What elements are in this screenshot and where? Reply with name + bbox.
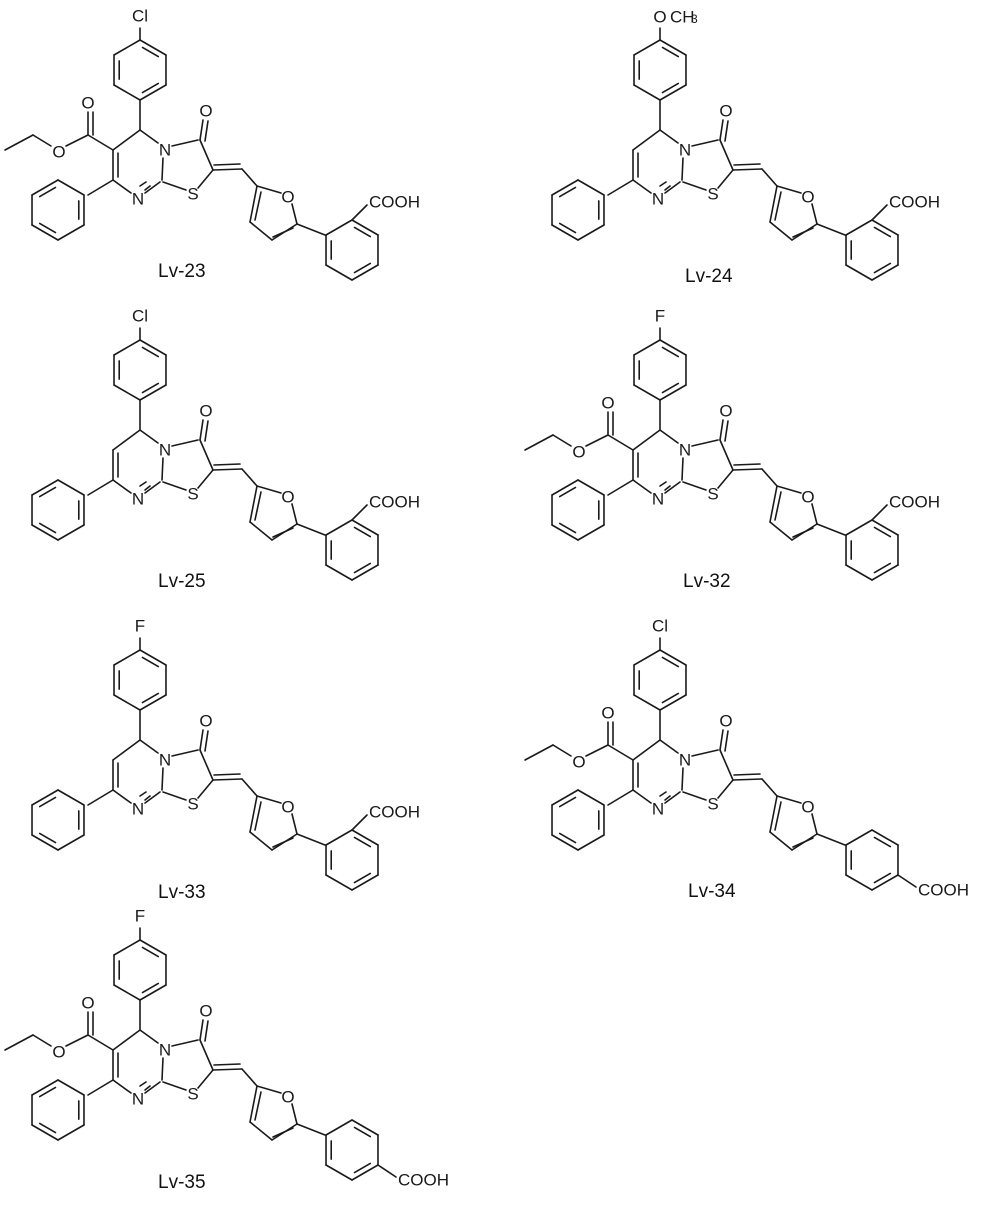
svg-text:S: S — [707, 485, 718, 504]
svg-text:N: N — [159, 441, 171, 460]
compound-lv-33: F N N S O O COOH — [0, 610, 470, 910]
svg-text:O: O — [81, 994, 94, 1013]
svg-text:O: O — [281, 1088, 294, 1107]
svg-text:O: O — [281, 798, 294, 817]
svg-text:O: O — [281, 188, 294, 207]
svg-text:O: O — [281, 488, 294, 507]
svg-text:N: N — [132, 190, 144, 209]
svg-text:S: S — [707, 795, 718, 814]
svg-text:O: O — [601, 394, 614, 413]
svg-text:N: N — [652, 190, 664, 209]
svg-text:COOH: COOH — [369, 193, 420, 212]
svg-text:O: O — [81, 94, 94, 113]
compound-lv-35: F N N S O O COOH O O — [0, 900, 470, 1200]
svg-text:Cl: Cl — [652, 617, 668, 636]
svg-text:O: O — [572, 753, 585, 772]
structure-lv-32: F N N S O O COOH O O — [524, 307, 940, 581]
svg-text:F: F — [135, 617, 145, 636]
svg-text:3: 3 — [691, 12, 698, 26]
structure-lv-25: ClN N S O O COOH — [31, 307, 420, 581]
svg-text:COOH: COOH — [889, 493, 940, 512]
structure-lv-33: F N N S O O COOH — [31, 617, 420, 891]
svg-text:S: S — [707, 185, 718, 204]
svg-text:N: N — [652, 490, 664, 509]
svg-text:N: N — [132, 490, 144, 509]
svg-text:N: N — [679, 441, 691, 460]
svg-text:COOH: COOH — [369, 493, 420, 512]
svg-text:COOH: COOH — [889, 193, 940, 212]
compound-label: Lv-23 — [158, 261, 206, 282]
svg-text:COOH: COOH — [398, 1171, 449, 1190]
svg-text:N: N — [159, 1041, 171, 1060]
svg-text:N: N — [159, 141, 171, 160]
svg-text:O: O — [199, 102, 212, 121]
svg-text:O: O — [719, 402, 732, 421]
svg-text:O: O — [199, 712, 212, 731]
svg-text:Cl: Cl — [132, 7, 148, 26]
compound-label: Lv-35 — [158, 1172, 206, 1193]
compound-label: Lv-25 — [158, 571, 206, 592]
compound-label: Lv-24 — [685, 266, 733, 287]
svg-text:O: O — [52, 1043, 65, 1062]
svg-text:S: S — [187, 795, 198, 814]
compound-label: Lv-34 — [688, 881, 736, 902]
svg-text:N: N — [132, 800, 144, 819]
svg-text:COOH: COOH — [369, 803, 420, 822]
svg-text:O: O — [801, 798, 814, 817]
compound-label: Lv-33 — [158, 882, 206, 903]
svg-text:S: S — [187, 485, 198, 504]
structure-lv-34: ClN N S O O COOH O O — [524, 617, 969, 900]
compound-lv-32: F N N S O O COOH O O — [520, 300, 990, 600]
svg-text:O: O — [199, 1002, 212, 1021]
svg-text:S: S — [187, 1085, 198, 1104]
svg-text:O: O — [601, 704, 614, 723]
svg-text:O: O — [801, 488, 814, 507]
svg-text:Cl: Cl — [132, 307, 148, 326]
svg-text:N: N — [679, 751, 691, 770]
structure-lv-35: F N N S O O COOH O O — [4, 907, 449, 1190]
svg-text:O: O — [52, 143, 65, 162]
svg-text:COOH: COOH — [918, 881, 969, 900]
svg-text:O: O — [719, 102, 732, 121]
svg-text:O: O — [199, 402, 212, 421]
svg-text:F: F — [655, 307, 665, 326]
svg-text:S: S — [187, 185, 198, 204]
svg-text:F: F — [135, 907, 145, 926]
svg-text:O: O — [572, 443, 585, 462]
svg-text:N: N — [132, 1090, 144, 1109]
compound-label: Lv-32 — [683, 571, 731, 592]
svg-text:N: N — [159, 751, 171, 770]
structure-lv-23: ClN N S O O COOH O O — [4, 7, 420, 281]
svg-text:N: N — [652, 800, 664, 819]
svg-text:O: O — [801, 188, 814, 207]
svg-text:N: N — [679, 141, 691, 160]
svg-text:O: O — [719, 712, 732, 731]
svg-text:CH: CH — [670, 8, 695, 27]
svg-text:O: O — [653, 8, 666, 27]
